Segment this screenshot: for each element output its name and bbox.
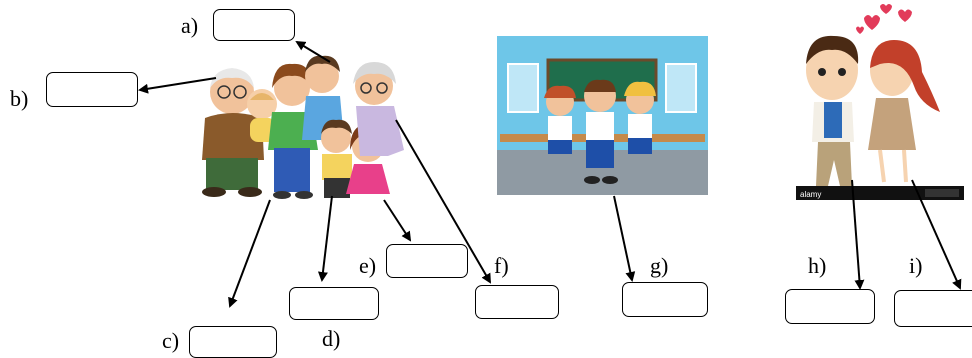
watermark-text: alamy	[800, 190, 821, 199]
answer-box-e[interactable]	[386, 244, 468, 278]
grandpa-figure	[202, 68, 264, 197]
boy-figure	[321, 119, 352, 198]
arrow-b	[138, 77, 217, 94]
boy-in-couple	[806, 35, 859, 186]
answer-box-h[interactable]	[785, 289, 875, 324]
label-c: c)	[162, 328, 180, 353]
arrow-a	[295, 40, 331, 63]
answer-box-g[interactable]	[622, 282, 708, 317]
arrow-h	[851, 179, 865, 290]
grandma-figure	[353, 62, 404, 156]
hearts	[856, 4, 912, 34]
mother-figure	[268, 63, 318, 199]
arrow-f	[395, 119, 492, 284]
schoolgirl-left	[544, 85, 576, 154]
answer-box-d[interactable]	[289, 287, 379, 320]
label-d: d)	[322, 326, 341, 351]
answer-box-i[interactable]	[894, 290, 972, 327]
arrow-c	[228, 199, 271, 308]
answer-box-b[interactable]	[46, 72, 138, 107]
label-h: h)	[808, 253, 827, 278]
label-i: i)	[909, 253, 923, 278]
label-g: g)	[650, 253, 669, 278]
answer-box-f[interactable]	[475, 285, 559, 319]
label-a: a)	[181, 13, 199, 38]
answer-box-a[interactable]	[213, 9, 295, 41]
arrow-e	[383, 199, 412, 242]
label-f: f)	[494, 253, 509, 278]
arrow-g	[613, 195, 636, 282]
arrow-d	[317, 195, 333, 282]
label-b: b)	[10, 86, 29, 111]
schoolboy-center	[584, 79, 618, 184]
girl-in-couple	[868, 40, 940, 183]
label-e: e)	[359, 253, 377, 278]
arrow-i	[911, 179, 962, 290]
schoolgirl-right	[624, 81, 656, 154]
